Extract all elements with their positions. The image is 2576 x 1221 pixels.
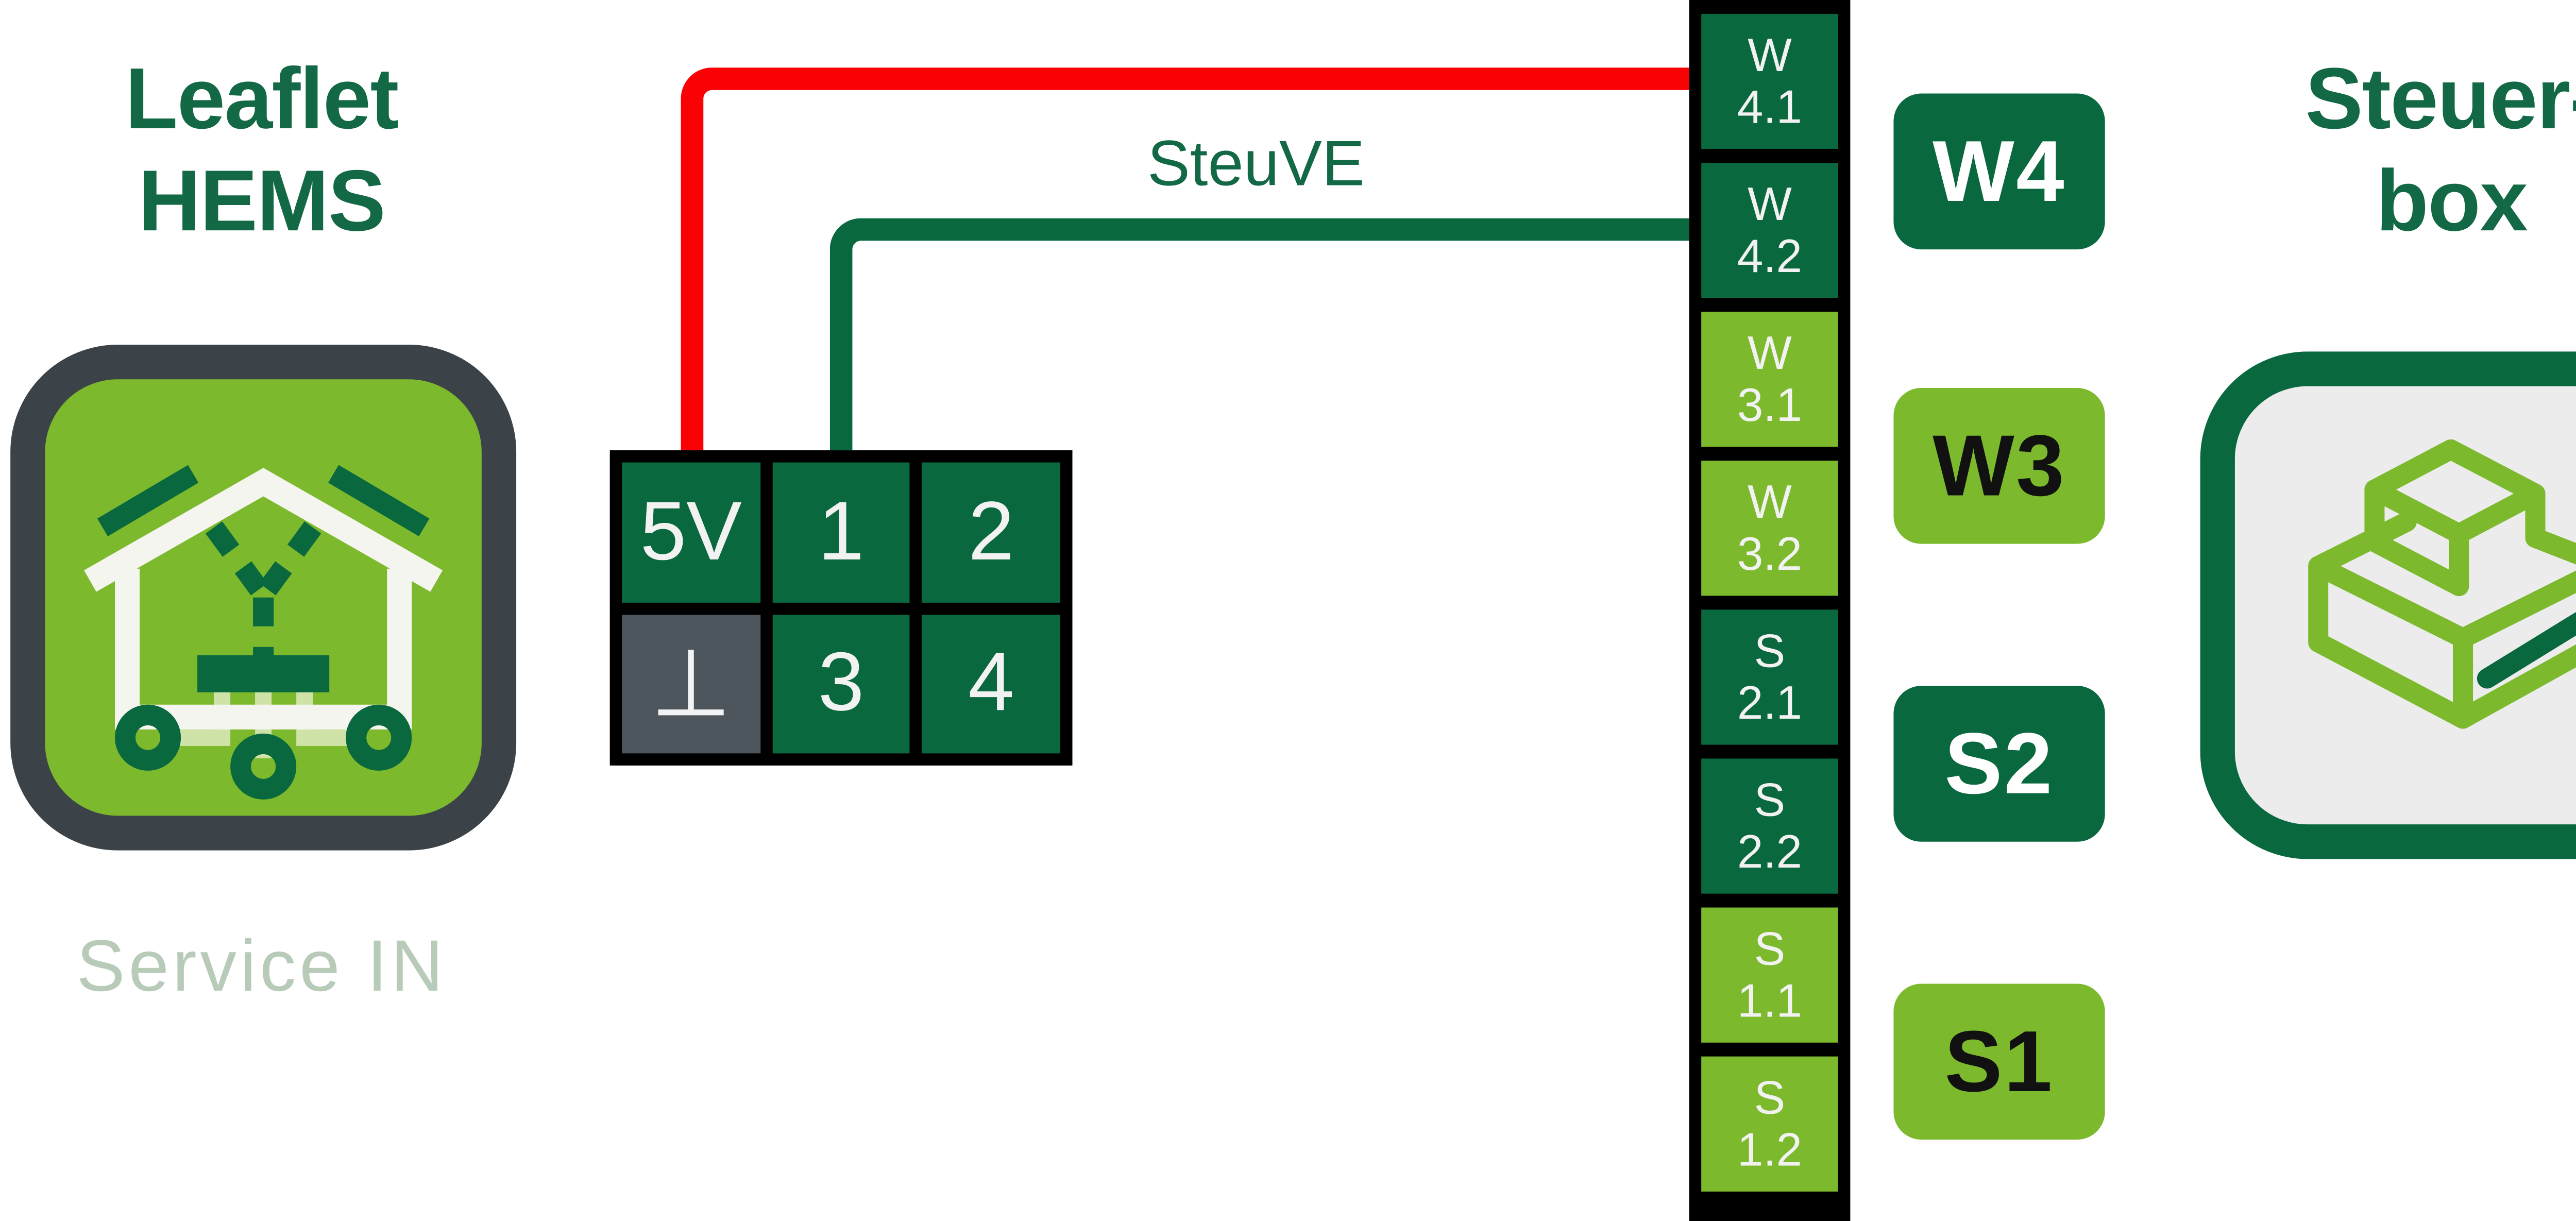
terminal-cell-number: 3.1: [1737, 379, 1803, 432]
terminal-group-labels: W4 W3 S2 S1: [1893, 0, 2105, 1221]
terminal-cell: S 1.1: [1701, 907, 1838, 1043]
wire-label-steuve: SteuVE: [1147, 128, 1365, 199]
connector-cell: 4: [922, 614, 1060, 754]
terminal-cell-number: 4.2: [1737, 230, 1803, 282]
connector-cell: 3: [772, 614, 910, 754]
terminal-cell-type: W: [1748, 178, 1792, 230]
steuve-green-wire: [829, 218, 1689, 451]
terminal-strip: W 4.1 W 4.2 W 3.1 W 3.2 S 2.1: [1689, 0, 1851, 1221]
service-in-label: Service IN: [76, 925, 447, 1007]
terminal-group-label: W3: [1893, 388, 2105, 544]
house-network-icon: [84, 465, 443, 800]
package-box-icon: [2307, 438, 2576, 728]
terminal-cell-type: S: [1754, 1072, 1786, 1124]
terminal-group-label: S1: [1893, 983, 2105, 1140]
connector-cell: 2: [922, 462, 1060, 602]
terminal-cell-type: S: [1754, 922, 1786, 975]
terminal-cell: W 3.2: [1701, 461, 1838, 596]
terminal-cell: W 4.2: [1701, 162, 1838, 298]
connector-cell-label: 3: [818, 637, 865, 730]
terminal-cell-number: 2.1: [1737, 677, 1803, 730]
steuerbox-device-icon: [2200, 351, 2576, 859]
connector-cell: 1: [772, 462, 910, 602]
terminal-cell-type: W: [1748, 29, 1792, 81]
steuerbox-title-line1: Steuer-: [2305, 50, 2576, 147]
hems-device-icon: [10, 344, 517, 851]
hems-title-line2: HEMS: [138, 152, 386, 250]
steuerbox-title: Steuer- box: [2190, 48, 2576, 253]
connector-cell-label: 4: [968, 637, 1014, 730]
hems-title: Leaflet HEMS: [0, 48, 523, 253]
connector-cell-label: 2: [968, 486, 1014, 578]
terminal-group-label: S2: [1893, 686, 2105, 842]
terminal-cell-number: 4.1: [1737, 81, 1803, 133]
terminal-cell-number: 1.1: [1737, 975, 1803, 1027]
terminal-cell-number: 3.2: [1737, 528, 1803, 581]
steuerbox-title-line2: box: [2376, 152, 2528, 250]
terminal-cell-type: S: [1754, 624, 1786, 677]
terminal-cell: S 2.1: [1701, 609, 1838, 745]
connector-cell: ⊥: [622, 614, 760, 754]
terminal-cell: S 2.2: [1701, 758, 1838, 894]
terminal-cell: W 4.1: [1701, 13, 1838, 149]
terminal-group-label: W4: [1893, 93, 2105, 250]
connector-cell-label: ⊥: [650, 628, 732, 738]
terminal-cell: W 3.1: [1701, 312, 1838, 447]
terminal-cell-number: 1.2: [1737, 1124, 1803, 1176]
terminal-cell-type: W: [1748, 327, 1792, 379]
connector-cell-label: 5V: [640, 486, 742, 578]
terminal-cell-type: W: [1748, 476, 1792, 528]
connector-block: 5V 1 2 ⊥ 3 4: [609, 450, 1073, 766]
connector-cell-label: 1: [818, 486, 865, 578]
terminal-cell-type: S: [1754, 773, 1786, 826]
connector-cell: 5V: [622, 462, 760, 602]
terminal-cell: S 1.2: [1701, 1056, 1838, 1192]
hems-title-line1: Leaflet: [125, 50, 399, 147]
terminal-cell-number: 2.2: [1737, 826, 1803, 878]
red-5v-wire: [681, 67, 1689, 451]
